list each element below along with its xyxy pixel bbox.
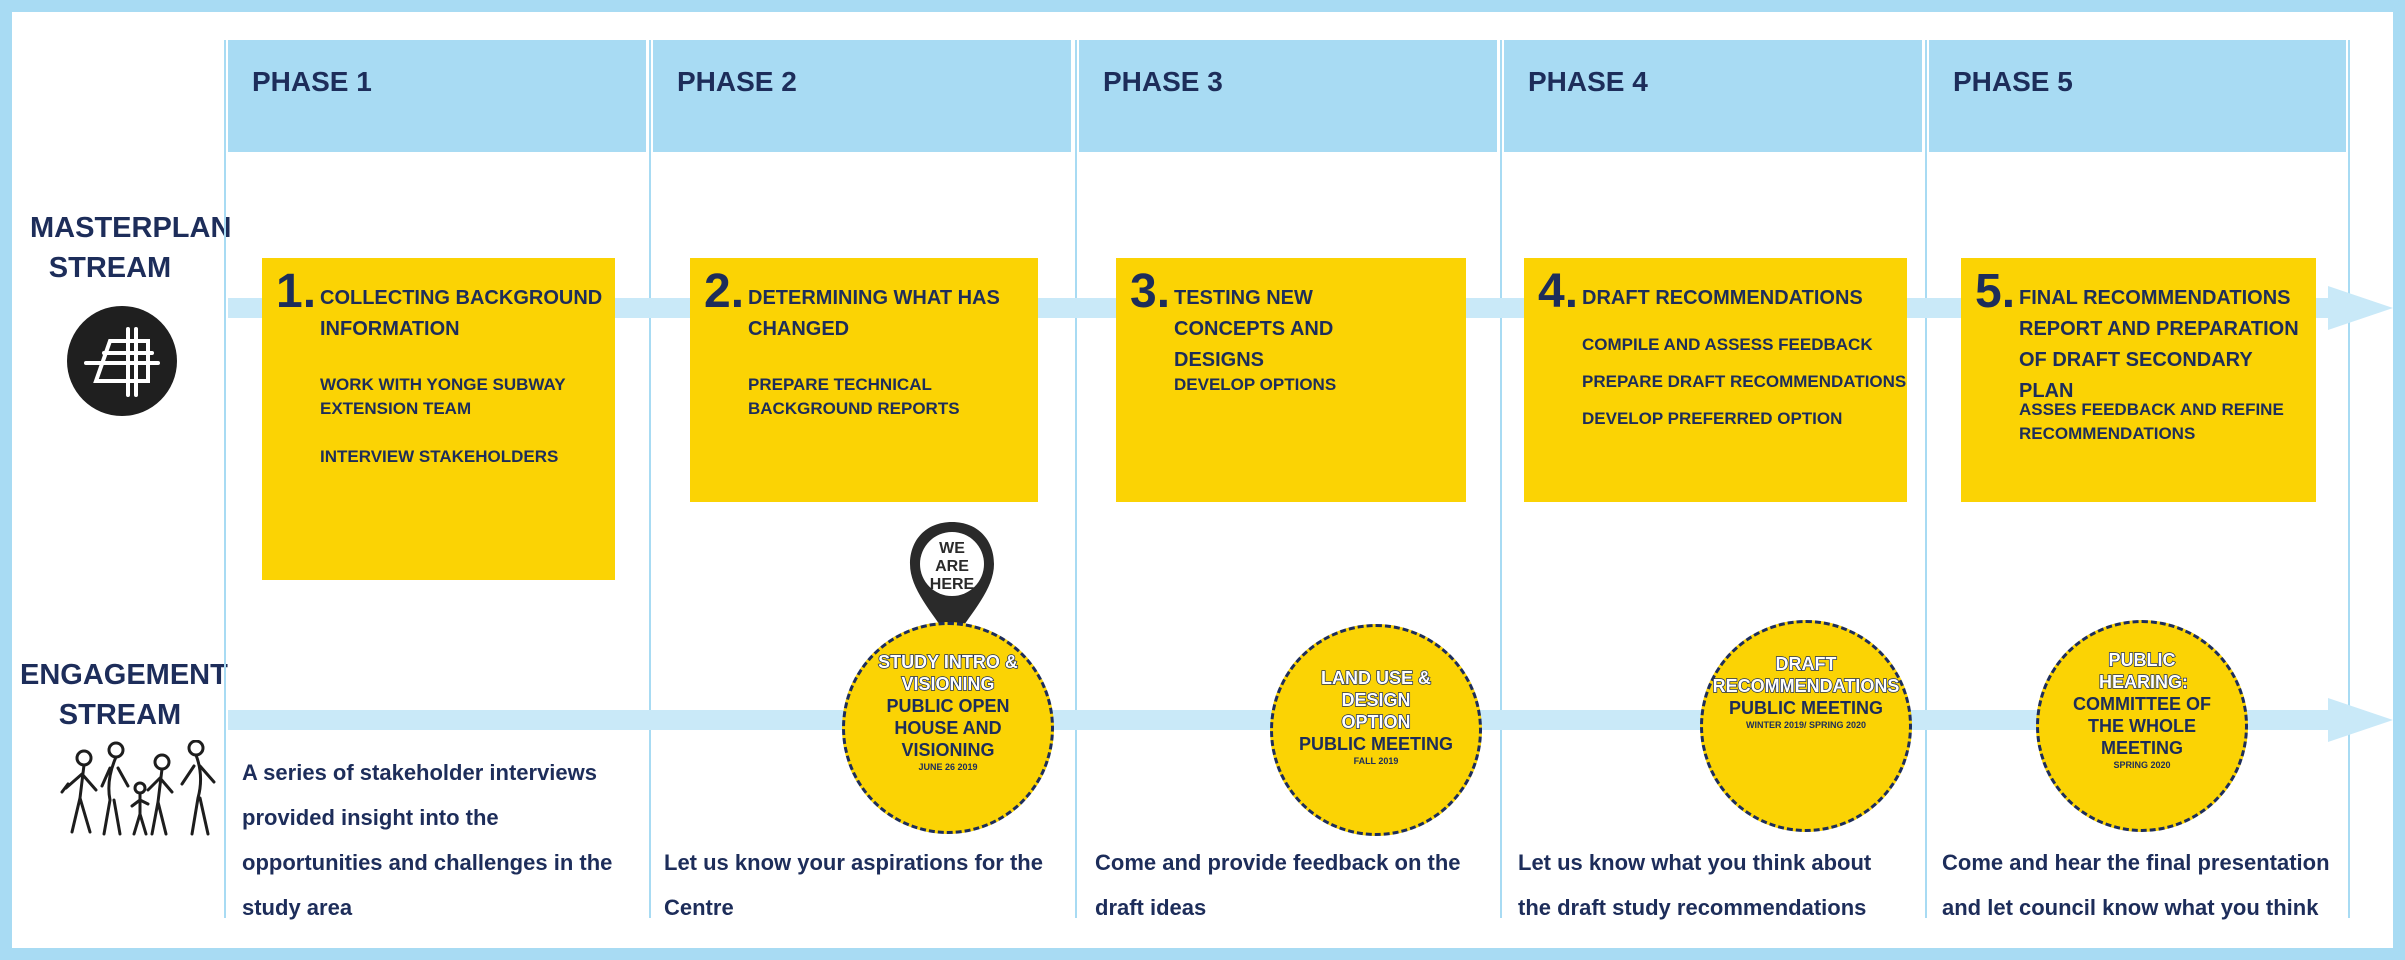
phase-5-header: PHASE 5 bbox=[1929, 40, 2346, 152]
event-5-title: COMMITTEE OF THE WHOLE MEETING bbox=[2073, 694, 2211, 758]
phase-1-header: PHASE 1 bbox=[228, 40, 646, 152]
phase-2-description: Let us know your aspirations for the Cen… bbox=[664, 850, 1043, 920]
step-1-title: COLLECTING BACKGROUND INFORMATION bbox=[320, 287, 603, 340]
event-5-topic: PUBLIC HEARING: bbox=[2098, 649, 2189, 693]
column-divider bbox=[1925, 40, 1927, 918]
event-circle-phase-3: LAND USE & DESIGN OPTION PUBLIC MEETING … bbox=[1270, 624, 1482, 836]
step-3-number: 3. bbox=[1130, 265, 1171, 318]
step-4-item: COMPILE AND ASSESS FEEDBACK bbox=[1582, 335, 1873, 354]
engagement-stream-label: ENGAGEMENT STREAM bbox=[20, 659, 228, 731]
step-4-item: DEVELOP PREFERRED OPTION bbox=[1582, 409, 1843, 428]
column-divider bbox=[649, 40, 651, 918]
step-5-items: ASSES FEEDBACK AND REFINE RECOMMENDATION… bbox=[2019, 398, 2289, 470]
step-3-title: TESTING NEW CONCEPTS AND DESIGNS bbox=[1174, 287, 1334, 371]
column-divider bbox=[224, 40, 226, 918]
event-5-date: SPRING 2020 bbox=[2113, 760, 2171, 770]
phase-4-description: Let us know what you think about the dra… bbox=[1518, 850, 1872, 920]
step-1-box: 1. COLLECTING BACKGROUND INFORMATION WOR… bbox=[262, 258, 615, 580]
step-4-items: COMPILE AND ASSESS FEEDBACK PREPARE DRAF… bbox=[1582, 333, 1912, 444]
event-2-title: PUBLIC OPEN HOUSE AND VISIONING bbox=[886, 696, 1010, 760]
step-2-number: 2. bbox=[704, 265, 745, 318]
step-3-item: DEVELOP OPTIONS bbox=[1174, 375, 1337, 394]
we-are-here-pin-icon bbox=[910, 522, 994, 644]
event-circle-phase-5: PUBLIC HEARING: COMMITTEE OF THE WHOLE M… bbox=[2036, 620, 2248, 832]
masterplan-stream-label: MASTERPLAN STREAM bbox=[30, 212, 232, 284]
phase-3-header: PHASE 3 bbox=[1079, 40, 1497, 152]
step-2-title: DETERMINING WHAT HAS CHANGED bbox=[748, 287, 1000, 340]
step-4-number: 4. bbox=[1538, 265, 1579, 318]
phase-1-description: A series of stakeholder interviews provi… bbox=[242, 760, 613, 920]
masterplan-map-icon bbox=[67, 306, 177, 416]
step-1-number: 1. bbox=[276, 265, 317, 318]
step-5-number: 5. bbox=[1975, 265, 2016, 318]
phase-5-description: Come and hear the final presentation and… bbox=[1942, 850, 2330, 920]
event-4-date: WINTER 2019/ SPRING 2020 bbox=[1745, 720, 1867, 730]
people-walking-icon bbox=[60, 740, 216, 836]
step-4-item: PREPARE DRAFT RECOMMENDATIONS bbox=[1582, 372, 1907, 391]
step-2-items: PREPARE TECHNICAL BACKGROUND REPORTS bbox=[748, 373, 1018, 445]
step-1-item: WORK WITH YONGE SUBWAY EXTENSION TEAM bbox=[320, 375, 566, 418]
event-circle-phase-4: DRAFT RECOMMENDATIONS PUBLIC MEETING WIN… bbox=[1700, 620, 1912, 832]
column-divider bbox=[1500, 40, 1502, 918]
event-3-date: FALL 2019 bbox=[1353, 756, 1399, 766]
phase-4-header: PHASE 4 bbox=[1504, 40, 1922, 152]
event-circle-phase-2: STUDY INTRO & VISIONING PUBLIC OPEN HOUS… bbox=[842, 622, 1054, 834]
event-3-title: PUBLIC MEETING bbox=[1298, 734, 1453, 754]
event-3-topic: LAND USE & DESIGN OPTION bbox=[1320, 667, 1432, 733]
phase-2-header: PHASE 2 bbox=[653, 40, 1071, 152]
step-2-box: 2. DETERMINING WHAT HAS CHANGED PREPARE … bbox=[690, 258, 1038, 502]
step-5-item: ASSES FEEDBACK AND REFINE RECOMMENDATION… bbox=[2019, 400, 2284, 443]
step-5-box: 5. FINAL RECOMMENDATIONS REPORT AND PREP… bbox=[1961, 258, 2316, 502]
column-divider bbox=[1075, 40, 1077, 918]
step-1-item: INTERVIEW STAKEHOLDERS bbox=[320, 447, 559, 466]
event-2-date: JUNE 26 2019 bbox=[918, 762, 978, 772]
step-5-title: FINAL RECOMMENDATIONS REPORT AND PREPARA… bbox=[2019, 287, 2299, 402]
step-3-items: DEVELOP OPTIONS bbox=[1174, 373, 1444, 421]
step-2-item: PREPARE TECHNICAL BACKGROUND REPORTS bbox=[748, 375, 960, 418]
event-2-topic: STUDY INTRO & VISIONING bbox=[877, 651, 1018, 695]
phase-3-description: Come and provide feedback on the draft i… bbox=[1095, 850, 1461, 920]
step-4-box: 4. DRAFT RECOMMENDATIONS COMPILE AND ASS… bbox=[1524, 258, 1907, 502]
we-are-here-label: WE ARE HERE bbox=[929, 540, 975, 593]
step-1-items: WORK WITH YONGE SUBWAY EXTENSION TEAM IN… bbox=[320, 373, 590, 493]
event-4-title: PUBLIC MEETING bbox=[1728, 698, 1883, 718]
step-4-title: DRAFT RECOMMENDATIONS bbox=[1582, 287, 1863, 309]
event-4-topic: DRAFT RECOMMENDATIONS bbox=[1712, 653, 1900, 697]
step-3-box: 3. TESTING NEW CONCEPTS AND DESIGNS DEVE… bbox=[1116, 258, 1466, 502]
column-divider bbox=[2348, 40, 2350, 918]
